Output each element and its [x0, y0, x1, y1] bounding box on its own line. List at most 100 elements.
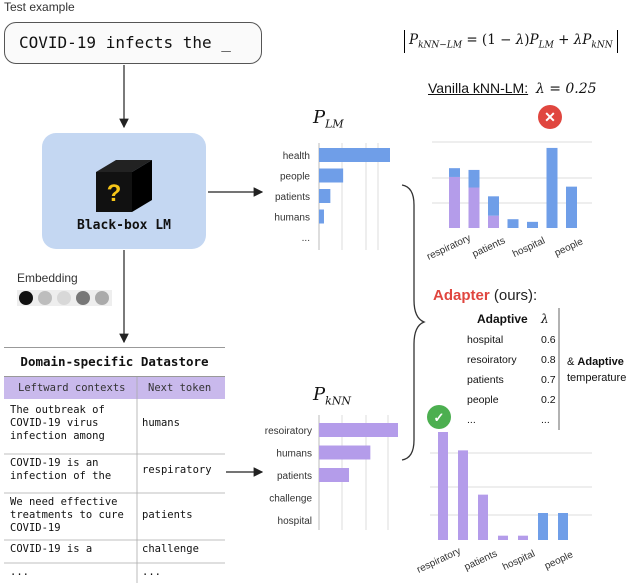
- vanilla-bar-blue: [468, 169, 480, 188]
- embedding-dot: [38, 291, 52, 305]
- temperature-note: & Adaptive temperature: [567, 354, 626, 386]
- datastore-col-token: Next token: [148, 382, 212, 394]
- datastore-col-context: Leftward contexts: [18, 382, 126, 394]
- vanilla-tick-label: respiratory: [425, 233, 472, 263]
- plm-bar: [319, 168, 344, 183]
- pknn-tick-label: patients: [277, 471, 312, 482]
- note-prefix: &: [567, 356, 578, 368]
- datastore-token-cell: challenge: [142, 543, 199, 555]
- adaptive-value: ...: [541, 414, 550, 426]
- datastore-context-cell: ...: [10, 566, 29, 578]
- vanilla-tick-label: people: [553, 236, 585, 259]
- adapter-bar-purple: [498, 535, 508, 540]
- x-mark-icon: [538, 105, 562, 129]
- vanilla-bar-purple: [488, 215, 499, 228]
- x-mark-glyph: ✕: [544, 109, 556, 125]
- embedding-dot: [95, 291, 109, 305]
- pknn-tick-label: hospital: [278, 516, 312, 527]
- adaptive-word: resoiratory: [467, 354, 517, 366]
- cube-top: [96, 160, 152, 172]
- pknn-title: PkNN: [313, 384, 352, 408]
- adaptive-word: ...: [467, 414, 476, 426]
- plm-tick-label: ...: [302, 233, 310, 244]
- embedding-dot: [57, 291, 71, 305]
- adapter-bar-purple: [478, 494, 488, 540]
- plm-bar: [319, 209, 324, 224]
- note-bold: Adaptive: [577, 356, 624, 368]
- adapter-tick-label: patients: [463, 548, 499, 573]
- adapter-bar-purple: [518, 535, 528, 540]
- plm-tick-label: humans: [274, 213, 310, 224]
- vanilla-title: Vanilla kNN-LM: λ = 0.25: [428, 80, 597, 97]
- adaptive-word: hospital: [467, 334, 504, 346]
- cube-side: [132, 160, 152, 212]
- cube-front: [96, 172, 132, 212]
- datastore-title: Domain-specific Datastore: [4, 347, 225, 377]
- vanilla-bar-blue: [566, 186, 577, 228]
- datastore-token-cell: patients: [142, 509, 193, 521]
- checkmark-glyph: ✓: [434, 410, 445, 425]
- adaptive-word: patients: [467, 374, 504, 386]
- adaptive-value: 0.6: [541, 334, 556, 346]
- adaptive-lambda-header: λ: [541, 312, 549, 326]
- plm-bar: [319, 189, 331, 203]
- embedding-label: Embedding: [17, 271, 78, 285]
- black-box-label: Black-box LM: [77, 218, 171, 233]
- adapter-title-text: Adapter: [433, 287, 490, 304]
- embedding-dot: [19, 291, 33, 305]
- pknn-bar: [319, 445, 371, 460]
- pknn-tick-label: resoiratory: [265, 426, 312, 437]
- pknn-tick-label: humans: [276, 449, 312, 460]
- pknn-bar: [319, 468, 350, 482]
- formula: PkNN−LM = (1 − λ)PLM + λPkNN: [404, 30, 618, 53]
- datastore-token-cell: ...: [142, 566, 161, 578]
- adapter-tick-label: people: [543, 549, 575, 572]
- vanilla-bar-blue: [449, 168, 460, 177]
- adaptive-word: people: [467, 394, 499, 406]
- embedding-dot: [76, 291, 90, 305]
- pknn-bar: [319, 423, 398, 437]
- datastore-context-cell: The outbreak of COVID-19 virus infection…: [10, 404, 105, 442]
- adaptive-value: 0.7: [541, 374, 556, 386]
- plm-title: PLM: [313, 107, 344, 131]
- plm-tick-label: patients: [275, 192, 310, 203]
- adapter-title-suffix: (ours):: [489, 287, 538, 304]
- datastore-context-cell: We need effective treatments to cure COV…: [10, 496, 124, 534]
- adapter-tick-label: hospital: [501, 548, 537, 573]
- adaptive-value: 0.8: [541, 354, 556, 366]
- adaptive-header: Adaptive: [477, 312, 528, 326]
- adapter-bar-blue: [558, 513, 568, 540]
- vanilla-bar-blue: [546, 147, 558, 228]
- checkmark-icon: [427, 405, 451, 429]
- adapter-bar-purple: [458, 450, 468, 540]
- adapter-bar-blue: [538, 513, 548, 540]
- datastore-token-cell: humans: [142, 417, 180, 429]
- test-example-label: Test example: [4, 0, 75, 14]
- datastore-context-cell: COVID-19 is an infection of the: [10, 457, 112, 482]
- adapter-title: Adapter (ours):: [433, 287, 537, 304]
- test-input-text: COVID-19 infects the _: [4, 22, 262, 64]
- plm-tick-label: people: [280, 172, 310, 183]
- plm-tick-label: health: [283, 151, 310, 162]
- vanilla-title-text: Vanilla kNN-LM:: [428, 80, 529, 96]
- datastore-token-cell: respiratory: [142, 463, 212, 476]
- vanilla-bar-blue: [507, 219, 519, 228]
- adaptive-value: 0.2: [541, 394, 556, 406]
- adapter-bar-purple: [438, 432, 448, 540]
- vanilla-lambda: λ = 0.25: [535, 81, 597, 97]
- adapter-tick-label: respiratory: [415, 546, 462, 576]
- note-rest: temperature: [567, 372, 627, 384]
- vanilla-bar-blue: [527, 221, 538, 228]
- vanilla-tick-label: hospital: [511, 235, 547, 260]
- vanilla-bar-purple: [468, 187, 480, 228]
- brace: [401, 184, 426, 461]
- vanilla-tick-label: patients: [471, 235, 507, 260]
- plm-bar: [319, 148, 390, 162]
- vanilla-bar-blue: [488, 196, 499, 216]
- question-mark-icon: ?: [107, 180, 122, 207]
- pknn-tick-label: challenge: [269, 494, 312, 505]
- datastore-header: Leftward contexts Next token: [4, 377, 225, 399]
- datastore-context-cell: COVID-19 is a: [10, 543, 93, 555]
- vanilla-bar-purple: [449, 176, 460, 228]
